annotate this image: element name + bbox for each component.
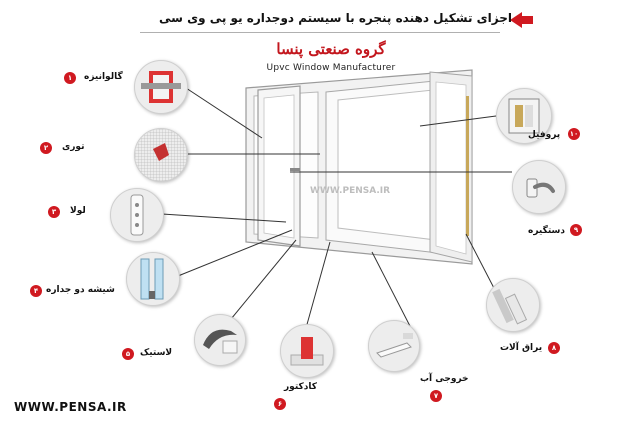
component-4-badge: ۴ <box>30 285 42 297</box>
component-6-label: کادکتور <box>284 382 317 392</box>
component-3-label: لولا <box>70 206 86 216</box>
brand-tagline: Upvc Window Manufacturer <box>266 63 396 73</box>
component-3-badge: ۳ <box>48 206 60 218</box>
component-7-badge: ۷ <box>430 390 442 402</box>
title-arrow-icon <box>510 12 522 28</box>
component-8-badge: ۸ <box>548 342 560 354</box>
component-6-badge: ۶ <box>274 398 286 410</box>
conductor-icon <box>290 337 324 366</box>
component-8-thumb <box>486 278 540 332</box>
component-9-label: دستگیره <box>528 226 565 236</box>
component-5-thumb <box>194 314 246 366</box>
galvanized-profile-icon <box>141 71 181 103</box>
component-4-label: شیشه دو جداره <box>46 285 115 295</box>
component-8-label: یراق آلات <box>500 343 543 353</box>
component-9-thumb <box>512 160 566 214</box>
component-1-badge: ۱ <box>64 72 76 84</box>
watermark: WWW.PENSA.IR <box>310 186 391 196</box>
hinge-icon <box>130 194 144 236</box>
insect-screen-icon <box>135 129 187 181</box>
handle-icon <box>526 178 555 198</box>
component-2-thumb <box>134 128 188 182</box>
component-6-thumb <box>280 324 334 378</box>
component-10-thumb <box>496 88 552 144</box>
title-underline <box>140 32 500 33</box>
component-1-label: گالوانیزه <box>84 72 123 82</box>
component-2-label: توری <box>62 142 85 152</box>
footer-url: WWW.PENSA.IR <box>14 400 127 414</box>
rubber-gasket-icon <box>203 329 238 354</box>
component-10-label: پروفیل <box>528 130 561 140</box>
title-arrow-bar <box>521 16 533 24</box>
component-3-thumb <box>110 188 164 242</box>
component-1-thumb <box>134 60 188 114</box>
page-title: اجزای تشکیل دهنده پنجره با سیستم دوجداره… <box>158 11 512 25</box>
brand-name: گروه صنعتی پنسا <box>276 40 386 58</box>
component-9-badge: ۹ <box>570 224 582 236</box>
component-7-label: خروجی آب <box>420 374 469 384</box>
profile-icon <box>508 98 540 134</box>
component-7-thumb <box>368 320 420 372</box>
component-4-thumb <box>126 252 180 306</box>
hardware-fittings-icon <box>492 288 528 325</box>
window-frame <box>245 69 473 265</box>
water-outlet-icon <box>376 333 413 358</box>
component-10-badge: ۱۰ <box>568 128 580 140</box>
double-glazing-icon <box>140 258 164 300</box>
component-5-badge: ۵ <box>122 348 134 360</box>
component-2-badge: ۲ <box>40 142 52 154</box>
component-5-label: لاستیک <box>140 348 173 358</box>
